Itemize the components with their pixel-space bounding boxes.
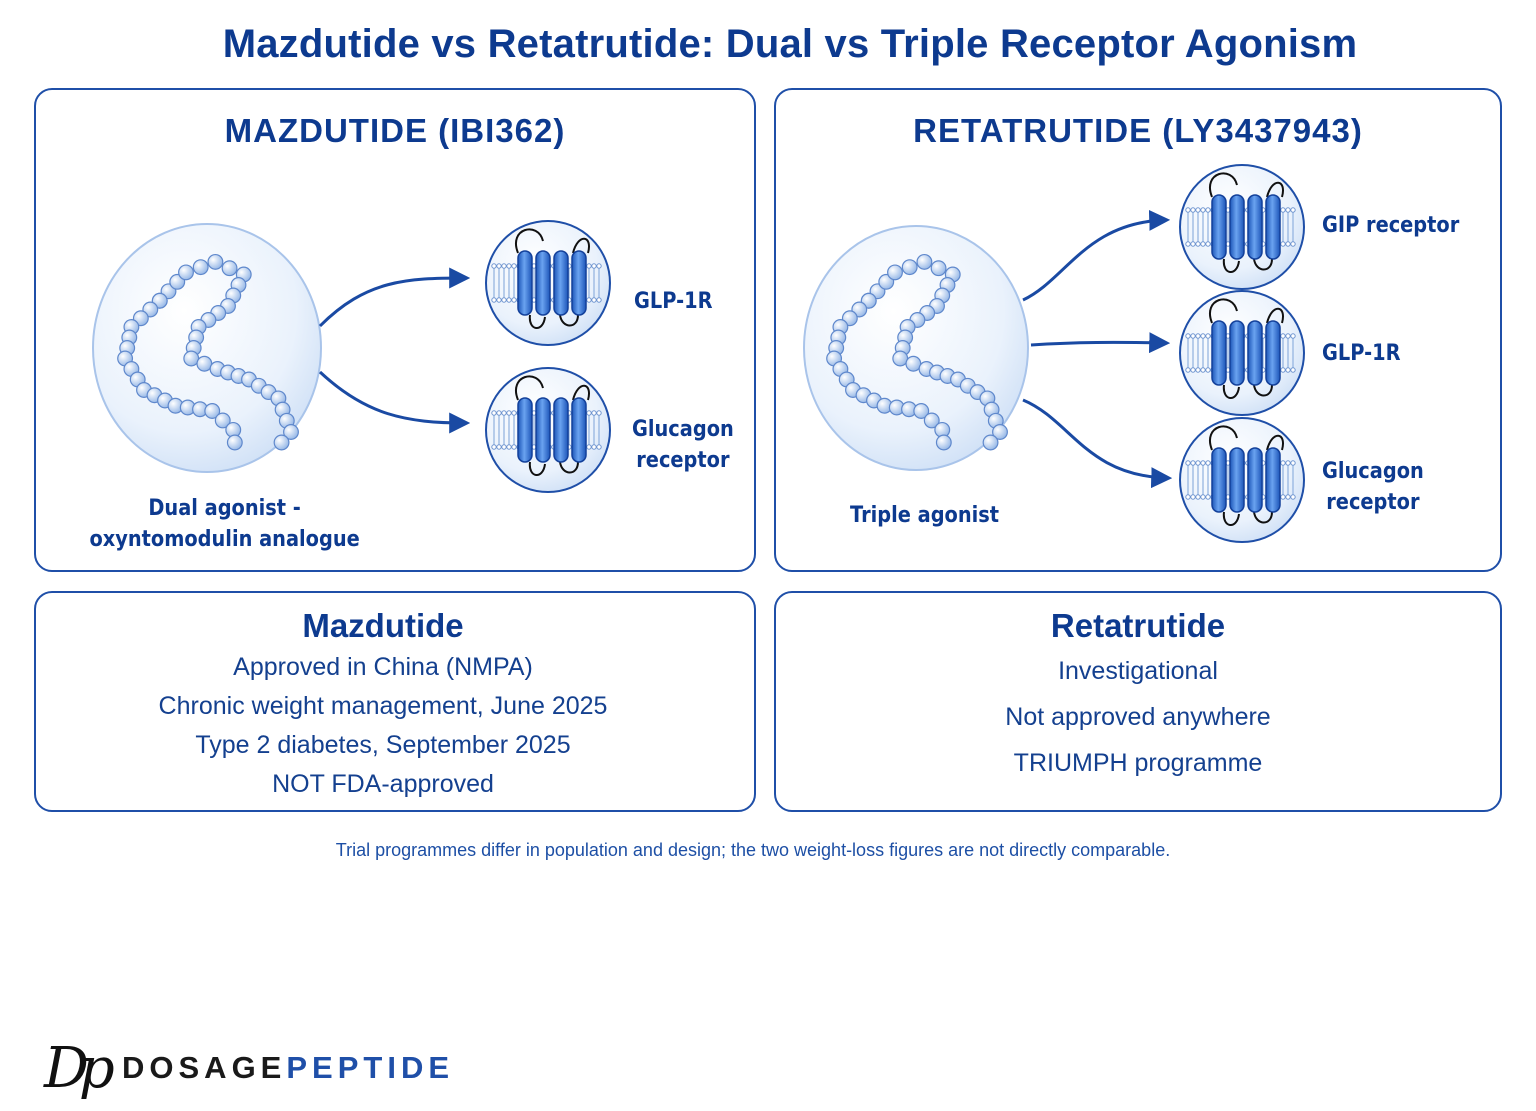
- mazdutide-mechanism-panel: MAZDUTIDE (IBI362): [34, 88, 756, 572]
- retatrutide-receptor-label-2: GLP-1R: [1322, 341, 1401, 366]
- gip-receptor-icon: [1179, 164, 1305, 290]
- mazdutide-info-line-1: Approved in China (NMPA): [233, 653, 533, 681]
- arrow-to-glucagon-receptor: [318, 370, 471, 434]
- mazdutide-info-panel: Mazdutide Approved in China (NMPA) Chron…: [34, 591, 756, 812]
- brand-name-part1: DOSAGE: [122, 1050, 287, 1085]
- arrow-to-gip-receptor: [1022, 209, 1171, 302]
- mazdutide-receptor-label-1: GLP-1R: [634, 289, 713, 314]
- retatrutide-mechanism-panel: RETATRUTIDE (LY3437943) GIP receptor GLP…: [774, 88, 1502, 572]
- retatrutide-info-panel: Retatrutide Investigational Not approved…: [774, 591, 1502, 812]
- mazdutide-info-line-3: Type 2 diabetes, September 2025: [195, 731, 571, 759]
- brand-logo-mark: Dp: [44, 1036, 115, 1101]
- retatrutide-receptor-label-3: Glucagon receptor: [1322, 459, 1424, 515]
- retatrutide-diagram: [803, 164, 1305, 543]
- mazdutide-heading: MAZDUTIDE (IBI362): [224, 112, 566, 149]
- peptide-sphere: [92, 223, 322, 473]
- arrow-to-glp1r: [1030, 332, 1171, 354]
- page-title: Mazdutide vs Retatrutide: Dual vs Triple…: [222, 22, 1358, 66]
- mazdutide-diagram: [92, 220, 611, 493]
- glucagon-receptor-icon: [485, 367, 611, 493]
- mazdutide-info-line-2: Chronic weight management, June 2025: [158, 692, 608, 720]
- mazdutide-receptor-label-2: Glucagon receptor: [632, 417, 734, 473]
- peptide-chain: [826, 253, 1008, 451]
- glucagon-receptor-icon: [1179, 417, 1305, 543]
- peptide-sphere: [803, 225, 1029, 471]
- arrow-to-glp1r: [318, 267, 471, 328]
- retatrutide-agonist-label: Triple agonist: [850, 503, 1000, 528]
- mazdutide-info-line-4: NOT FDA-approved: [272, 770, 494, 798]
- footnote: Trial programmes differ in population an…: [335, 840, 1171, 860]
- brand-name-part2: PEPTIDE: [286, 1050, 455, 1085]
- mazdutide-agonist-label: Dual agonist - oxyntomodulin analogue: [89, 496, 360, 552]
- retatrutide-info-line-1: Investigational: [1058, 657, 1218, 685]
- retatrutide-info-line-2: Not approved anywhere: [1005, 703, 1271, 731]
- peptide-chain: [117, 253, 299, 451]
- retatrutide-info-title: Retatrutide: [1050, 607, 1226, 644]
- arrow-to-glucagon-receptor: [1022, 398, 1173, 489]
- retatrutide-info-line-3: TRIUMPH programme: [1013, 749, 1263, 777]
- retatrutide-receptor-label-1: GIP receptor: [1322, 213, 1460, 238]
- mazdutide-info-title: Mazdutide: [302, 607, 464, 644]
- retatrutide-heading: RETATRUTIDE (LY3437943): [913, 112, 1363, 149]
- glp1r-receptor-icon: [1179, 290, 1305, 416]
- glp1r-receptor-icon: [485, 220, 611, 346]
- brand-name: DOSAGEPEPTIDE: [122, 1050, 454, 1086]
